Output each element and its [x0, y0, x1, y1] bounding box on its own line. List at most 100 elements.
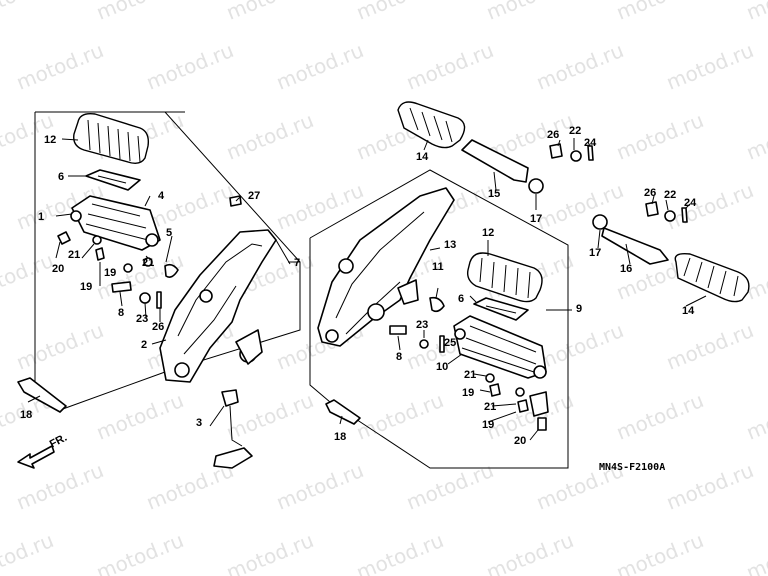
right-callout-8: 8 — [396, 351, 402, 363]
watermark-text: motod.ru — [663, 178, 757, 235]
left-callout-18: 18 — [20, 409, 32, 421]
watermark-text: motod.ru — [273, 458, 367, 515]
watermark-text: motod.ru — [0, 0, 57, 25]
watermark-text: motod.ru — [613, 0, 707, 25]
left-sensor-3 — [213, 389, 253, 469]
watermark-text: motod.ru — [353, 0, 447, 25]
right-callout-14: 14 — [682, 305, 695, 317]
watermark-text: motod.ru — [0, 248, 57, 305]
right-callout-22: 22 — [569, 125, 581, 137]
right-assembly-outline — [309, 169, 569, 469]
watermark-text: motod.ru — [613, 108, 707, 165]
watermark-text: motod.ru — [273, 38, 367, 95]
right-footpeg-rubber-12 — [466, 252, 543, 303]
watermark-text: motod.ru — [143, 38, 237, 95]
watermark-text: motod.ru — [663, 458, 757, 515]
watermark-text: motod.ru — [0, 528, 57, 576]
watermark-text: motod.ru — [533, 318, 627, 375]
right-footpeg-rubber-14a — [397, 101, 466, 149]
right-callout-18: 18 — [334, 431, 346, 443]
right-callout-26: 26 — [547, 129, 559, 141]
left-callout-27: 27 — [248, 190, 260, 202]
right-callout-10: 10 — [436, 361, 448, 373]
right-callout-19: 19 — [462, 387, 474, 399]
watermark-text: motod.ru — [743, 248, 768, 305]
left-callout-5: 5 — [166, 227, 172, 239]
right-callout-16: 16 — [620, 263, 632, 275]
left-callout-7: 7 — [294, 257, 300, 269]
left-callout-21: 21 — [68, 249, 80, 261]
right-callout-19: 19 — [482, 419, 494, 431]
watermark-text: motod.ru — [743, 0, 768, 25]
right-callout-21: 21 — [464, 369, 476, 381]
left-footpeg-rubber — [73, 112, 150, 165]
direction-label: FR. — [48, 432, 69, 451]
right-bolts-small — [389, 296, 549, 431]
watermark-text: motod.ru — [663, 318, 757, 375]
watermark-text: motod.ru — [143, 178, 237, 235]
left-callout-20: 20 — [52, 263, 64, 275]
left-callout-3: 3 — [196, 417, 202, 429]
right-callout-23: 23 — [416, 319, 428, 331]
watermark-text: motod.ru — [533, 38, 627, 95]
watermark-text: motod.ru — [743, 528, 768, 576]
right-callout-17: 17 — [530, 213, 542, 225]
right-callout-22: 22 — [664, 189, 676, 201]
watermark-text: motod.ru — [93, 0, 187, 25]
right-footpeg-bracket-10 — [453, 315, 547, 379]
left-callout-19: 19 — [104, 267, 116, 279]
watermark-text: motod.ru — [533, 178, 627, 235]
right-callout-21: 21 — [484, 401, 496, 413]
left-callout-1: 1 — [38, 211, 44, 223]
right-footpeg-arm-16 — [592, 214, 669, 265]
watermark-text: motod.ru — [353, 388, 447, 445]
watermark-text: motod.ru — [273, 178, 367, 235]
right-callout-25: 25 — [444, 337, 456, 349]
watermark-text: motod.ru — [403, 38, 497, 95]
left-callout-6: 6 — [58, 171, 64, 183]
right-plate-6 — [473, 297, 529, 321]
watermark-text: motod.ru — [743, 388, 768, 445]
right-callout-14: 14 — [416, 151, 429, 163]
right-callout-12: 12 — [482, 227, 494, 239]
right-bolt-18 — [325, 399, 361, 425]
watermark-text: motod.ru — [13, 38, 107, 95]
right-bolts-top — [549, 143, 688, 223]
left-bolts-small — [57, 195, 242, 309]
watermark-text: motod.ru — [223, 528, 317, 576]
left-callout-26: 26 — [152, 321, 164, 333]
right-footpeg-rubber-14b — [674, 252, 750, 303]
right-callout-20: 20 — [514, 435, 526, 447]
left-callout-2: 2 — [141, 339, 147, 351]
right-callout-26: 26 — [644, 187, 656, 199]
left-main-bracket — [159, 229, 277, 383]
watermark-text: motod.ru — [613, 528, 707, 576]
watermark-text: motod.ru — [93, 528, 187, 576]
watermark-text: motod.ru — [613, 388, 707, 445]
right-callout-6: 6 — [458, 293, 464, 305]
left-plate-6 — [85, 169, 141, 191]
watermark-text: motod.ru — [223, 108, 317, 165]
watermark-text: motod.ru — [403, 458, 497, 515]
diagram-code: MN4S-F2100A — [599, 462, 665, 473]
right-callout-24: 24 — [684, 197, 697, 209]
watermark-text: motod.ru — [483, 528, 577, 576]
watermark-text: motod.ru — [13, 458, 107, 515]
watermark-text: motod.ru — [13, 318, 107, 375]
left-callout-8: 8 — [118, 307, 124, 319]
watermark-text: motod.ru — [93, 388, 187, 445]
left-callout-23: 23 — [136, 313, 148, 325]
left-callout-12: 12 — [44, 134, 56, 146]
right-callout-15: 15 — [488, 188, 500, 200]
left-callout-19: 19 — [80, 281, 92, 293]
left-callout-4: 4 — [158, 190, 165, 202]
watermark-text: motod.ru — [663, 38, 757, 95]
right-callout-24: 24 — [584, 137, 597, 149]
right-main-bracket — [317, 187, 455, 347]
right-callout-17: 17 — [589, 247, 601, 259]
watermark-text: motod.ru — [223, 0, 317, 25]
left-callout-21: 21 — [142, 257, 154, 269]
right-callout-9: 9 — [576, 303, 582, 315]
right-footpeg-arm-15 — [461, 139, 544, 194]
